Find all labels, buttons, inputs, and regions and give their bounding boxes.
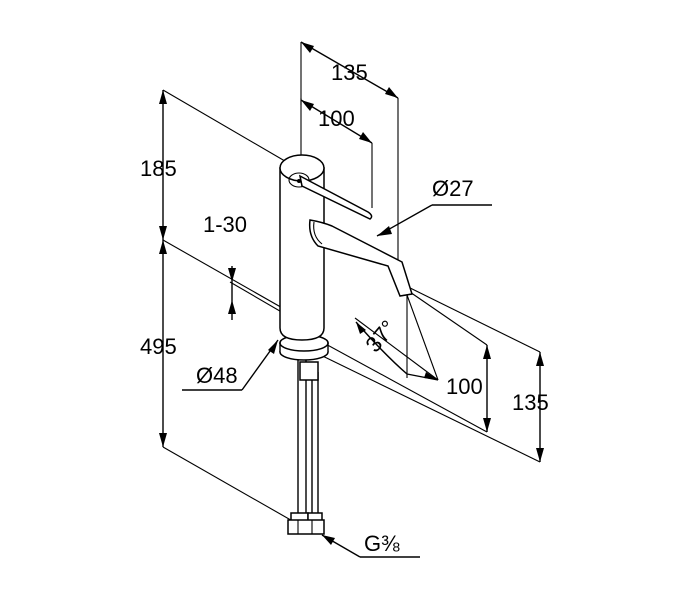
label-diameter-48: Ø48 bbox=[196, 363, 238, 388]
label-top-100: 100 bbox=[318, 106, 355, 131]
arrowheads bbox=[159, 42, 544, 545]
label-range-1-30: 1-30 bbox=[203, 212, 247, 237]
label-right-100: 100 bbox=[446, 374, 483, 399]
label-right-135: 135 bbox=[512, 390, 549, 415]
label-top-135: 135 bbox=[331, 60, 368, 85]
label-height-185: 185 bbox=[140, 156, 177, 181]
label-diameter-27: Ø27 bbox=[432, 176, 474, 201]
label-angle-37: 37° bbox=[360, 315, 401, 357]
faucet-body bbox=[279, 154, 413, 535]
label-height-495: 495 bbox=[140, 334, 177, 359]
label-thread: G⅜ bbox=[364, 531, 400, 556]
dimension-lines bbox=[162, 41, 541, 558]
dimension-labels: 135 100 185 1-30 Ø27 37° 495 Ø48 100 135… bbox=[140, 60, 549, 556]
